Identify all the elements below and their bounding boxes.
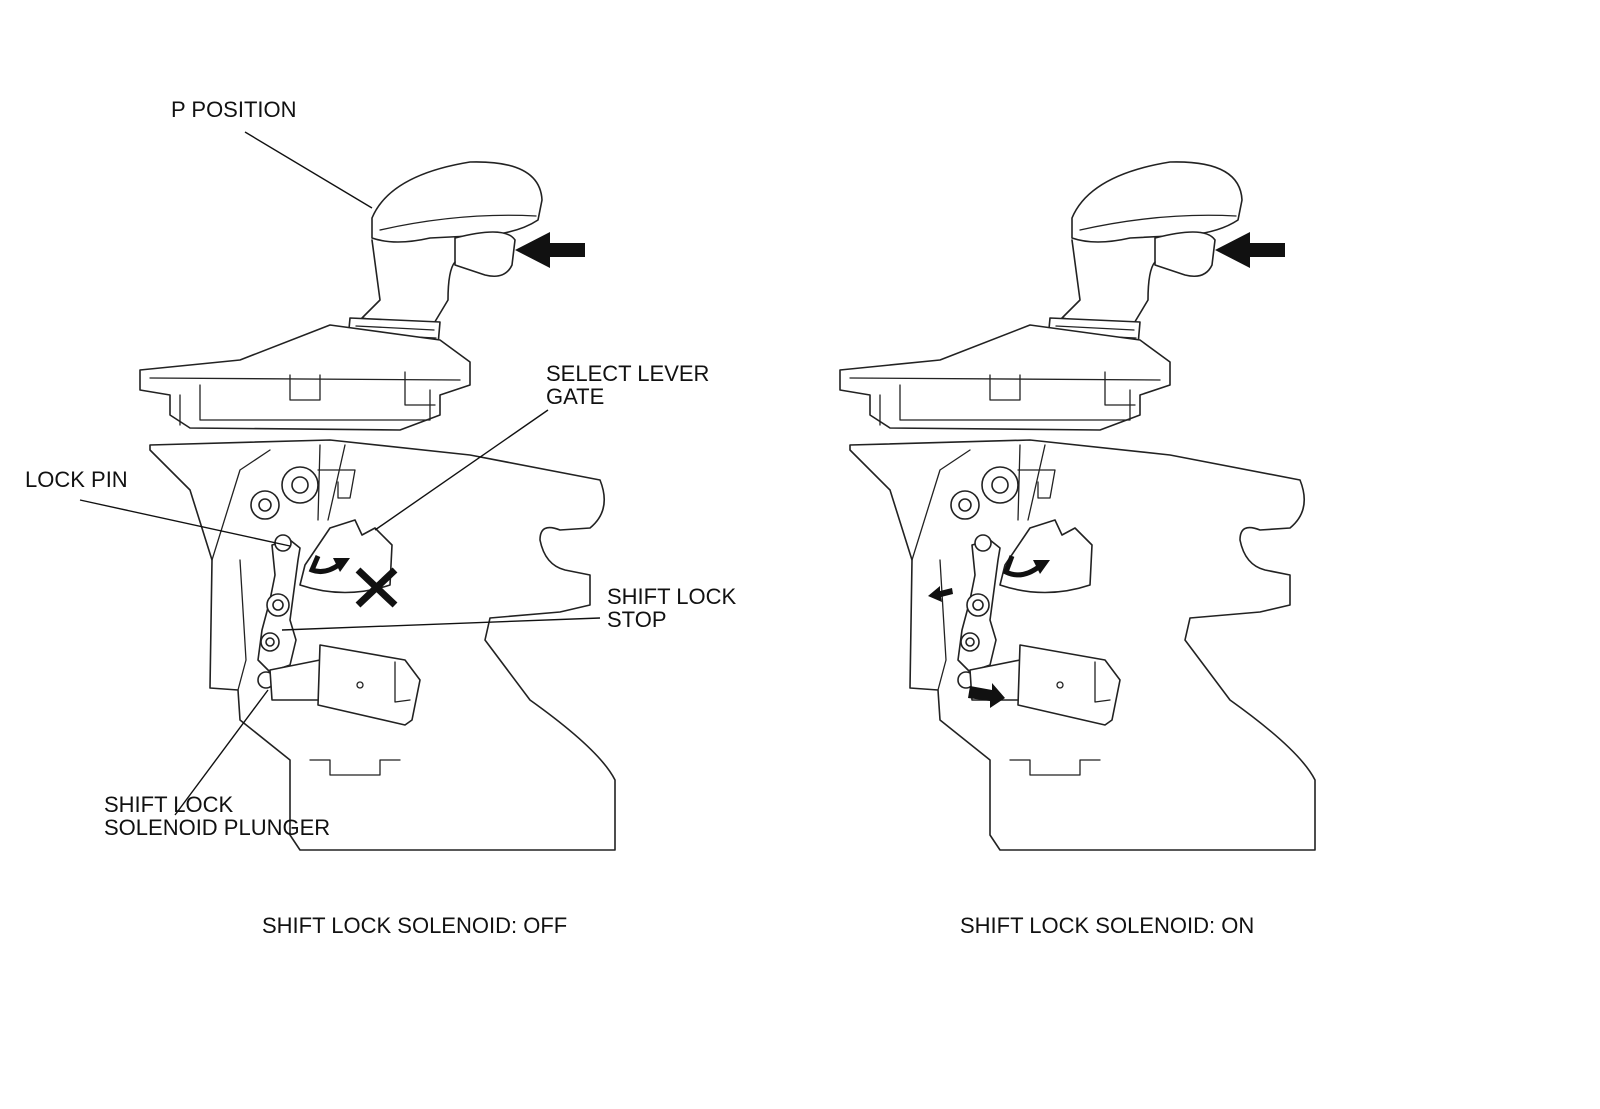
leader-shift-lock-stop [281, 617, 601, 631]
label-line: SOLENOID PLUNGER [104, 815, 331, 840]
leader-lock-pin [79, 499, 291, 547]
release-motion-arrow-icon [1002, 555, 1042, 578]
blocked-motion-arrow-icon [308, 555, 342, 574]
leader-solenoid-plunger [174, 689, 269, 816]
blocked-x-icon [355, 567, 398, 608]
diagram-solenoid-off [79, 131, 616, 851]
push-arrow-icon [515, 232, 585, 268]
label-shift-lock-solenoid-plunger: SHIFT LOCK SOLENOID PLUNGER [104, 793, 330, 839]
label-p-position: P POSITION [171, 97, 297, 122]
label-line: GATE [546, 384, 605, 409]
arrow-head-icon [1033, 560, 1050, 574]
leader-select-lever-gate [374, 409, 549, 531]
leader-p-position [244, 131, 373, 209]
push-arrow-icon [1215, 232, 1285, 268]
caption-solenoid-on: SHIFT LOCK SOLENOID: ON [960, 913, 1255, 938]
label-lock-pin: LOCK PIN [25, 467, 128, 492]
label-shift-lock-stop: SHIFT LOCK STOP [607, 585, 736, 631]
plunger-move-arrow-icon [968, 683, 1005, 708]
arrow-head-icon [333, 558, 350, 572]
label-line: SELECT LEVER [546, 361, 710, 386]
label-line: SHIFT LOCK [607, 584, 737, 609]
lever-move-arrow-icon [928, 586, 953, 602]
label-line: SHIFT LOCK [104, 792, 234, 817]
diagram-solenoid-on [839, 161, 1316, 851]
caption-solenoid-off: SHIFT LOCK SOLENOID: OFF [262, 913, 568, 938]
label-select-lever-gate: SELECT LEVER GATE [546, 362, 709, 408]
label-line: STOP [607, 607, 667, 632]
